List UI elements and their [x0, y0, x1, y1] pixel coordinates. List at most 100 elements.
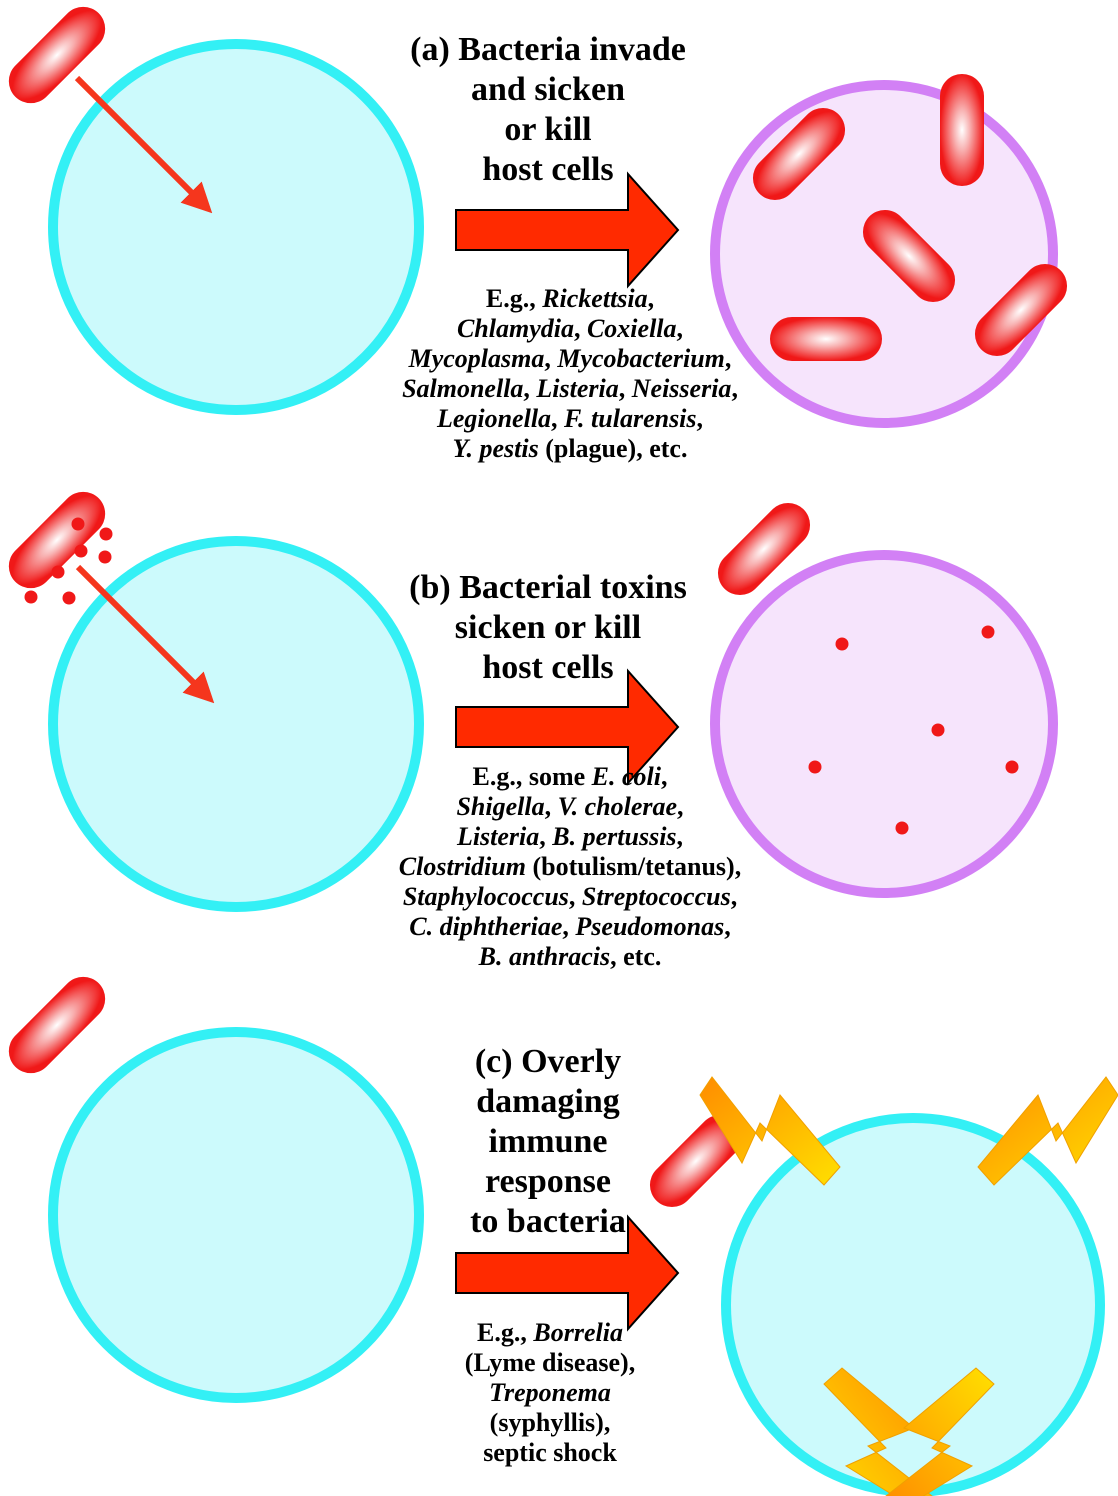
example-line: E.g., some E. coli, — [330, 762, 810, 792]
toxin-dot-icon — [25, 591, 38, 604]
toxin-dot-icon — [75, 545, 88, 558]
panel-b-examples: E.g., some E. coli,Shigella, V. cholerae… — [330, 762, 810, 972]
bacterium-icon — [0, 968, 114, 1083]
example-text: , — [725, 344, 732, 373]
example-line: Legionella, F. tularensis, — [340, 404, 800, 434]
heading-line: damaging — [398, 1082, 698, 1122]
organism-name: Y. pestis — [453, 434, 539, 463]
toxin-dot-icon — [100, 528, 113, 541]
example-text: , — [619, 374, 632, 403]
healthy-cell — [53, 1032, 419, 1398]
example-line: E.g., Borrelia — [400, 1318, 700, 1348]
heading-line: and sicken — [398, 70, 698, 110]
organism-name: Clostridium — [399, 852, 526, 881]
example-text: , — [731, 882, 738, 911]
organism-name: Pseudomonas — [575, 912, 724, 941]
toxin-dot-icon — [52, 566, 65, 579]
example-text: , — [724, 912, 731, 941]
example-line: Treponema — [400, 1378, 700, 1408]
example-line: Y. pestis (plague), etc. — [340, 434, 800, 464]
bacterium-icon — [0, 483, 114, 598]
example-text: , — [545, 792, 558, 821]
organism-name: F. tularensis — [564, 404, 696, 433]
example-text: (plague), etc. — [539, 434, 688, 463]
toxin-dot-icon — [896, 822, 909, 835]
example-text: , — [661, 762, 668, 791]
example-line: (syphyllis), — [400, 1408, 700, 1438]
organism-name: Listeria — [457, 822, 539, 851]
organism-name: Borrelia — [533, 1318, 623, 1347]
example-line: Listeria, B. pertussis, — [330, 822, 810, 852]
example-line: B. anthracis, etc. — [330, 942, 810, 972]
organism-name: Coxiella — [587, 314, 677, 343]
organism-name: Rickettsia — [542, 284, 647, 313]
organism-name: Chlamydia — [457, 314, 574, 343]
organism-name: V. cholerae — [558, 792, 677, 821]
process-arrow-icon — [456, 174, 678, 286]
heading-line: to bacteria — [398, 1202, 698, 1242]
example-line: C. diphtheriae, Pseudomonas, — [330, 912, 810, 942]
heading-line: response — [398, 1162, 698, 1202]
heading-line: (b) Bacterial toxins — [398, 568, 698, 608]
organism-name: Mycobacterium — [557, 344, 725, 373]
toxin-dot-icon — [72, 518, 85, 531]
organism-name: C. diphtheriae — [409, 912, 562, 941]
example-line: Clostridium (botulism/tetanus), — [330, 852, 810, 882]
heading-line: host cells — [398, 648, 698, 688]
example-text: septic shock — [483, 1438, 617, 1467]
healthy-cell — [726, 1118, 1100, 1492]
example-text: , — [544, 344, 557, 373]
toxin-dot-icon — [836, 638, 849, 651]
example-line: E.g., Rickettsia, — [340, 284, 800, 314]
example-line: Mycoplasma, Mycobacterium, — [340, 344, 800, 374]
example-line: Staphylococcus, Streptococcus, — [330, 882, 810, 912]
organism-name: B. anthracis — [479, 942, 611, 971]
example-text: , — [677, 792, 684, 821]
example-text: , — [677, 314, 684, 343]
panel-a-heading: (a) Bacteria invade and sicken or kill h… — [398, 30, 698, 190]
toxin-dot-icon — [63, 592, 76, 605]
toxin-dot-icon — [932, 724, 945, 737]
example-text: (Lyme disease), — [465, 1348, 635, 1377]
heading-line: or kill — [398, 110, 698, 150]
example-text: (syphyllis), — [490, 1408, 611, 1437]
example-text: , etc. — [610, 942, 661, 971]
example-text: (botulism/tetanus), — [526, 852, 741, 881]
heading-line: immune — [398, 1122, 698, 1162]
organism-name: Listeria — [536, 374, 618, 403]
heading-line: sicken or kill — [398, 608, 698, 648]
toxin-dot-icon — [1006, 761, 1019, 774]
example-text: , — [523, 374, 536, 403]
example-line: Salmonella, Listeria, Neisseria, — [340, 374, 800, 404]
example-text: , — [551, 404, 564, 433]
heading-line: (a) Bacteria invade — [398, 30, 698, 70]
toxin-dot-icon — [982, 626, 995, 639]
organism-name: Staphylococcus — [403, 882, 569, 911]
example-text: , — [731, 374, 738, 403]
bacterium-icon — [940, 74, 984, 186]
example-line: Shigella, V. cholerae, — [330, 792, 810, 822]
panel-a-examples: E.g., Rickettsia,Chlamydia, Coxiella,Myc… — [340, 284, 800, 464]
example-text: , — [562, 912, 575, 941]
example-text: E.g., — [477, 1318, 533, 1347]
heading-line: (c) Overly — [398, 1042, 698, 1082]
example-text: , — [569, 882, 582, 911]
organism-name: Mycoplasma — [409, 344, 545, 373]
example-text: E.g., — [486, 284, 542, 313]
panel-c-examples: E.g., Borrelia(Lyme disease),Treponema(s… — [400, 1318, 700, 1468]
organism-name: Shigella — [456, 792, 544, 821]
example-text: E.g., some — [472, 762, 591, 791]
panel-c-heading: (c) Overly damaging immune response to b… — [398, 1042, 698, 1242]
organism-name: Neisseria — [632, 374, 732, 403]
example-text: , — [539, 822, 552, 851]
example-line: Chlamydia, Coxiella, — [340, 314, 800, 344]
organism-name: Salmonella — [402, 374, 523, 403]
organism-name: B. pertussis — [552, 822, 676, 851]
example-text: , — [574, 314, 587, 343]
organism-name: Legionella — [437, 404, 551, 433]
heading-line: host cells — [398, 150, 698, 190]
toxin-dot-icon — [99, 551, 112, 564]
example-text: , — [697, 404, 704, 433]
